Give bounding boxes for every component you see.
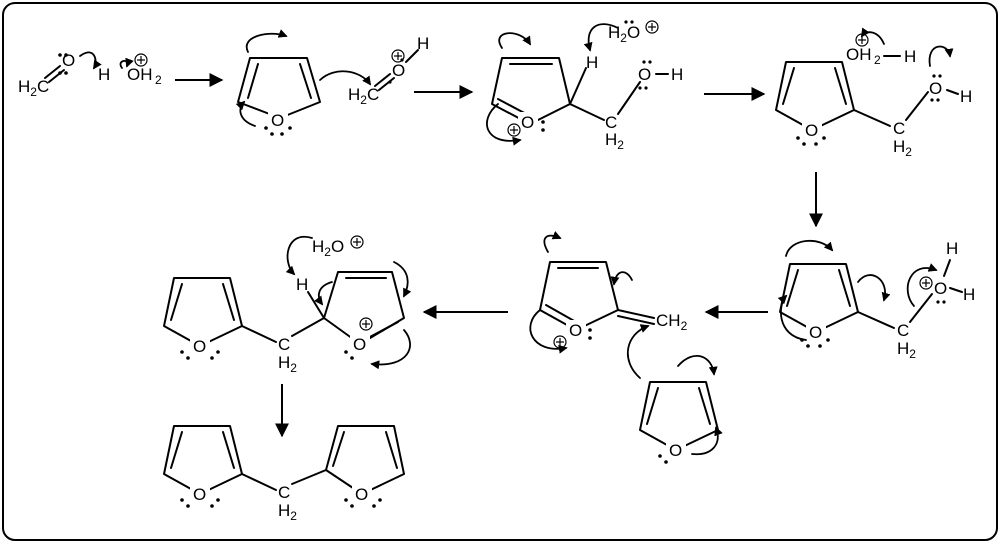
atom-c: H2C xyxy=(18,77,49,99)
atom-o: O xyxy=(271,111,284,130)
atom-o: O xyxy=(669,441,682,460)
atom-o: O xyxy=(805,121,818,140)
atom-h: H xyxy=(960,87,972,106)
atom-o: O xyxy=(355,485,368,504)
atom-c: C xyxy=(897,321,909,340)
atom-o: O xyxy=(929,79,942,98)
h2o-plus-label: H2O xyxy=(608,23,640,45)
atom-oh2: OH xyxy=(846,45,872,64)
atom-h: H xyxy=(671,65,683,84)
step1-formaldehyde-protonation: H2C O H OH 2 xyxy=(18,51,162,99)
atom-c: C xyxy=(893,119,905,138)
atom-o: O xyxy=(638,65,651,84)
atom-h: H xyxy=(417,34,429,53)
atom-o: O xyxy=(934,279,947,298)
atom-h2c: H2C xyxy=(348,85,379,107)
atom-c: C xyxy=(278,335,290,354)
atom-o: O xyxy=(193,337,206,356)
atom-ch2: CH2 xyxy=(656,311,688,333)
atom-o: O xyxy=(392,61,405,80)
atom-h2: H2 xyxy=(893,137,912,159)
atom-h: H xyxy=(98,65,110,84)
atom-o: O xyxy=(193,485,206,504)
atom-h2: H2 xyxy=(278,501,297,523)
atom-o: O xyxy=(62,51,75,70)
atom-oh2: OH xyxy=(127,65,153,84)
atom-h2: H2 xyxy=(278,353,297,375)
atom-h2: H2 xyxy=(605,130,624,152)
atom-h2: H2 xyxy=(897,339,916,361)
atom-o: O xyxy=(353,335,366,354)
atom-o: O xyxy=(521,113,534,132)
atom-o: O xyxy=(569,321,582,340)
atom-h: H xyxy=(904,47,916,66)
atom-h: H xyxy=(963,285,975,304)
atom-o: O xyxy=(809,323,822,342)
atom-h: H xyxy=(586,53,598,72)
step2-furan-attack: O H2C O H xyxy=(235,29,429,136)
h2o-label: H2O xyxy=(312,237,344,259)
step4-hydroxyl-protonation: O C H2 O H OH 2 H xyxy=(775,27,972,159)
product-difurylmethane: O C H2 O xyxy=(163,425,405,523)
atom-c: C xyxy=(605,113,617,132)
step5-loss-of-water: O C H2 O H H xyxy=(777,239,975,361)
atom-c: C xyxy=(278,483,290,502)
step3-oxocarbenium: O H H2O C H2 O H xyxy=(486,20,683,152)
step6-second-furan-attack: O CH2 O xyxy=(529,231,723,464)
atom-h: H xyxy=(946,239,958,258)
step7-deprotonation: O C H2 O H H2O xyxy=(163,235,412,375)
svg-text:2: 2 xyxy=(874,53,881,67)
svg-text:2: 2 xyxy=(155,73,162,87)
atom-h: H xyxy=(296,275,308,294)
